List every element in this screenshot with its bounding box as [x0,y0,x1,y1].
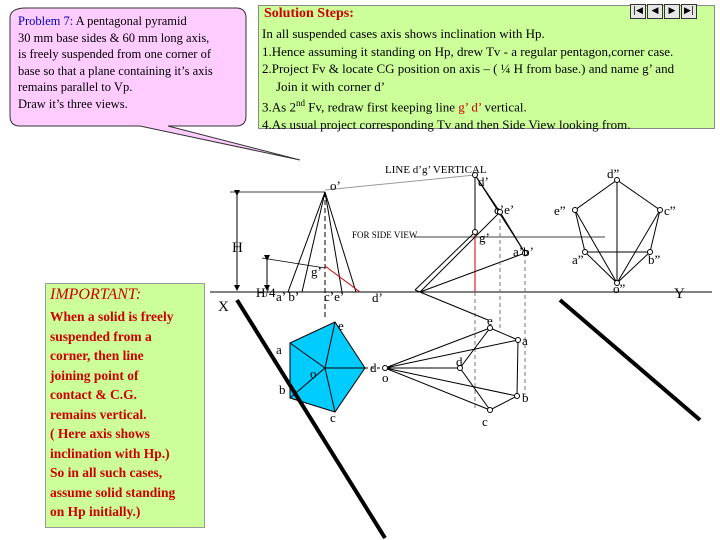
tv-e-label: e [338,318,344,333]
tv2-c-label: c [482,414,488,429]
important-text: When a solid is freely suspended from a … [50,307,205,522]
first-icon[interactable]: |◀ [630,4,646,19]
tv2-d-label: d [456,354,463,369]
problem-line: 30 mm base sides & 60 mm long axis, [18,30,210,45]
step3-sup: nd [295,98,305,108]
x-label: X [218,299,229,315]
important-line: corner, then line [50,348,144,363]
fv-d-label: d’ [372,290,383,305]
step-line: 3.As 2nd Fv, redraw first keeping line g… [262,95,714,116]
fv2-ab-label: a’b’ [513,244,534,259]
important-title: IMPORTANT: [50,286,142,303]
step3-prefix: 3.As 2 [262,99,296,115]
extension-line [261,257,326,269]
auxiliary-plane-line-left [235,298,387,540]
important-line: suspended from a [50,328,152,344]
vertex-markers [382,172,663,413]
step-line: 2.Project Fv & locate CG position on axi… [262,61,675,76]
problem-line: Draw it’s three views. [18,96,128,111]
important-box [45,283,205,528]
important-line: inclination with Hp.) [50,445,170,461]
line-label: LINE d’g’ VERTICAL [385,164,487,176]
front-view-2 [324,174,605,293]
step-line: 1.Hence assuming it standing on Hp, drew… [262,43,674,59]
front-view-1 [287,191,361,320]
slide-nav: |◀ ◀ ▶ ▶| [630,4,697,20]
important-line: joining point of [50,367,139,383]
step-line: Join it with corner d’ [276,78,386,94]
fv-ab-label: a’ b’ [276,289,299,304]
tv2-o-label: o [382,370,389,385]
auxiliary-plane-line-right [558,298,702,422]
problem-statement: Problem 7: A pentagonal pyramid 30 mm ba… [18,13,248,112]
step-line: In all suspended cases axis shows inclin… [262,26,545,41]
fv2-d-label: d’ [478,174,489,189]
y-label: Y [674,286,685,302]
problem-label: Problem 7: [18,14,74,28]
problem-line: is freely suspended from one corner of [18,47,211,61]
solution-steps: In all suspended cases axis shows inclin… [262,25,714,133]
side-view-label: FOR SIDE VIEW [352,230,418,240]
sv-o-label: o” [613,281,626,296]
problem-line: remains parallel to Vp. [18,80,133,94]
tv-d-label: d [370,360,377,375]
sv-d-label: d” [607,166,620,181]
important-line: When a solid is freely [50,309,174,324]
fv-o-label: o’ [330,178,341,193]
top-view-2 [365,212,526,411]
tv2-b-label: b [522,390,529,405]
sv-e-label: e” [554,203,566,218]
step3-mid: Fv, redraw first keeping line [304,99,459,115]
tv2-e-label: e [487,313,493,328]
fv-g-label: g’ [311,264,322,279]
tv-c-label: c [330,410,336,425]
top-view-1 [289,321,366,413]
important-line: remains vertical. [50,406,147,422]
sv-a-label: a” [572,252,584,267]
sv-b-label: b” [648,252,661,267]
side-view [574,179,661,284]
prev-icon[interactable]: ◀ [647,4,663,19]
projector-line [414,289,489,321]
solution-title: Solution Steps: [264,6,354,21]
tv-b-label: b [279,382,286,397]
step3-suffix: vertical. [481,99,527,115]
fv2-g-label: g’ [479,230,490,245]
important-line: assume solid standing [50,484,176,500]
problem-line: A pentagonal pyramid [73,14,187,28]
last-icon[interactable]: ▶| [681,4,697,19]
next-icon[interactable]: ▶ [664,4,680,19]
h4-label: H/4 [256,285,276,300]
fv-ce-label: c’e’ [324,289,344,304]
tv-o-label: o [310,366,317,381]
important-line: on Hp initially.) [50,504,141,519]
tv-a-label: a [276,342,282,357]
tv2-a-label: a [522,333,528,348]
fv2-ce-label: c’e’ [494,202,514,217]
step-line: 4.As usual project corresponding Tv and … [262,116,631,132]
important-line: So in all such cases, [50,465,163,480]
important-line: ( Here axis shows [50,426,150,441]
sv-c-label: c” [664,203,676,218]
step3-red: g’ d’ [458,99,482,115]
solution-box [258,5,715,129]
h-label: H [232,240,243,256]
problem-line: base so that a plane containing it’s axi… [18,63,213,78]
important-line: contact & C.G. [50,387,137,402]
